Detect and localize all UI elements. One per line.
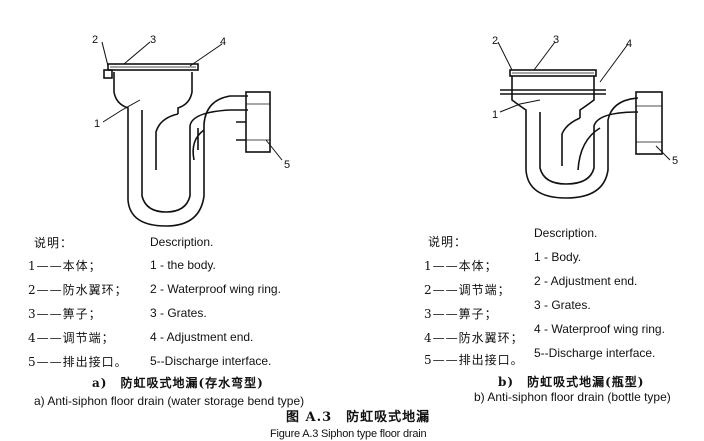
legend-item-en: 4 - Adjustment end. [150,330,254,344]
callout-4: 4 [626,38,633,50]
legend-heading-en: Description. [534,226,598,240]
legend-item-cn: 4——防水翼环； [424,331,524,345]
legend-item-en: 1 - Body. [534,250,582,264]
legend-item-cn: 5——排出接口。 [28,355,128,369]
legend-item-en: 5--Discharge interface. [534,346,656,360]
callout-3: 3 [150,34,157,46]
caption-b-en: b) Anti-siphon floor drain (bottle type) [474,390,671,404]
legend-item-cn: 2——防水翼环； [28,283,128,297]
drawing-a-trap [101,41,283,227]
callout-1: 1 [94,118,101,130]
legend-item-en: 2 - Waterproof wing ring. [150,282,281,296]
callout-2: 2 [492,35,499,47]
callout-5: 5 [284,159,291,171]
legend-heading-cn: 说明： [428,235,468,249]
legend-item-en: 3 - Grates. [150,306,207,320]
drawing-b-bottle [497,41,671,199]
callout-1: 1 [492,109,499,121]
caption-b-cn: b) 防虹吸式地漏(瓶型) [498,375,645,389]
legend-heading-en: Description. [150,235,214,249]
callout-2: 2 [92,34,99,46]
legend-item-en: 3 - Grates. [534,298,591,312]
legend-item-cn: 2——调节端； [424,283,511,297]
caption-a-cn: a) 防虹吸式地漏(存水弯型) [92,376,264,390]
legend-item-en: 5--Discharge interface. [150,354,272,368]
legend-item-cn: 4——调节端； [28,331,115,345]
callout-5: 5 [672,155,679,167]
legend-item-cn: 5——排出接口。 [424,353,524,367]
figure-title-cn: 图 A.3 防虹吸式地漏 [286,410,431,425]
legend-item-en: 4 - Waterproof wing ring. [534,322,665,336]
figure-title-en: Figure A.3 Siphon type floor drain [270,428,427,440]
legend-heading-cn: 说明： [34,236,74,250]
legend-item-en: 1 - the body. [150,258,216,272]
legend-item-en: 2 - Adjustment end. [534,274,638,288]
legend-item-cn: 1——本体； [424,259,498,273]
legend-item-cn: 3——箅子； [28,307,102,321]
caption-a-en: a) Anti-siphon floor drain (water storag… [34,394,305,408]
legend-item-cn: 3——箅子； [424,307,498,321]
callout-4: 4 [220,36,227,48]
legend-item-cn: 1——本体； [28,259,102,273]
callout-3: 3 [553,34,560,46]
